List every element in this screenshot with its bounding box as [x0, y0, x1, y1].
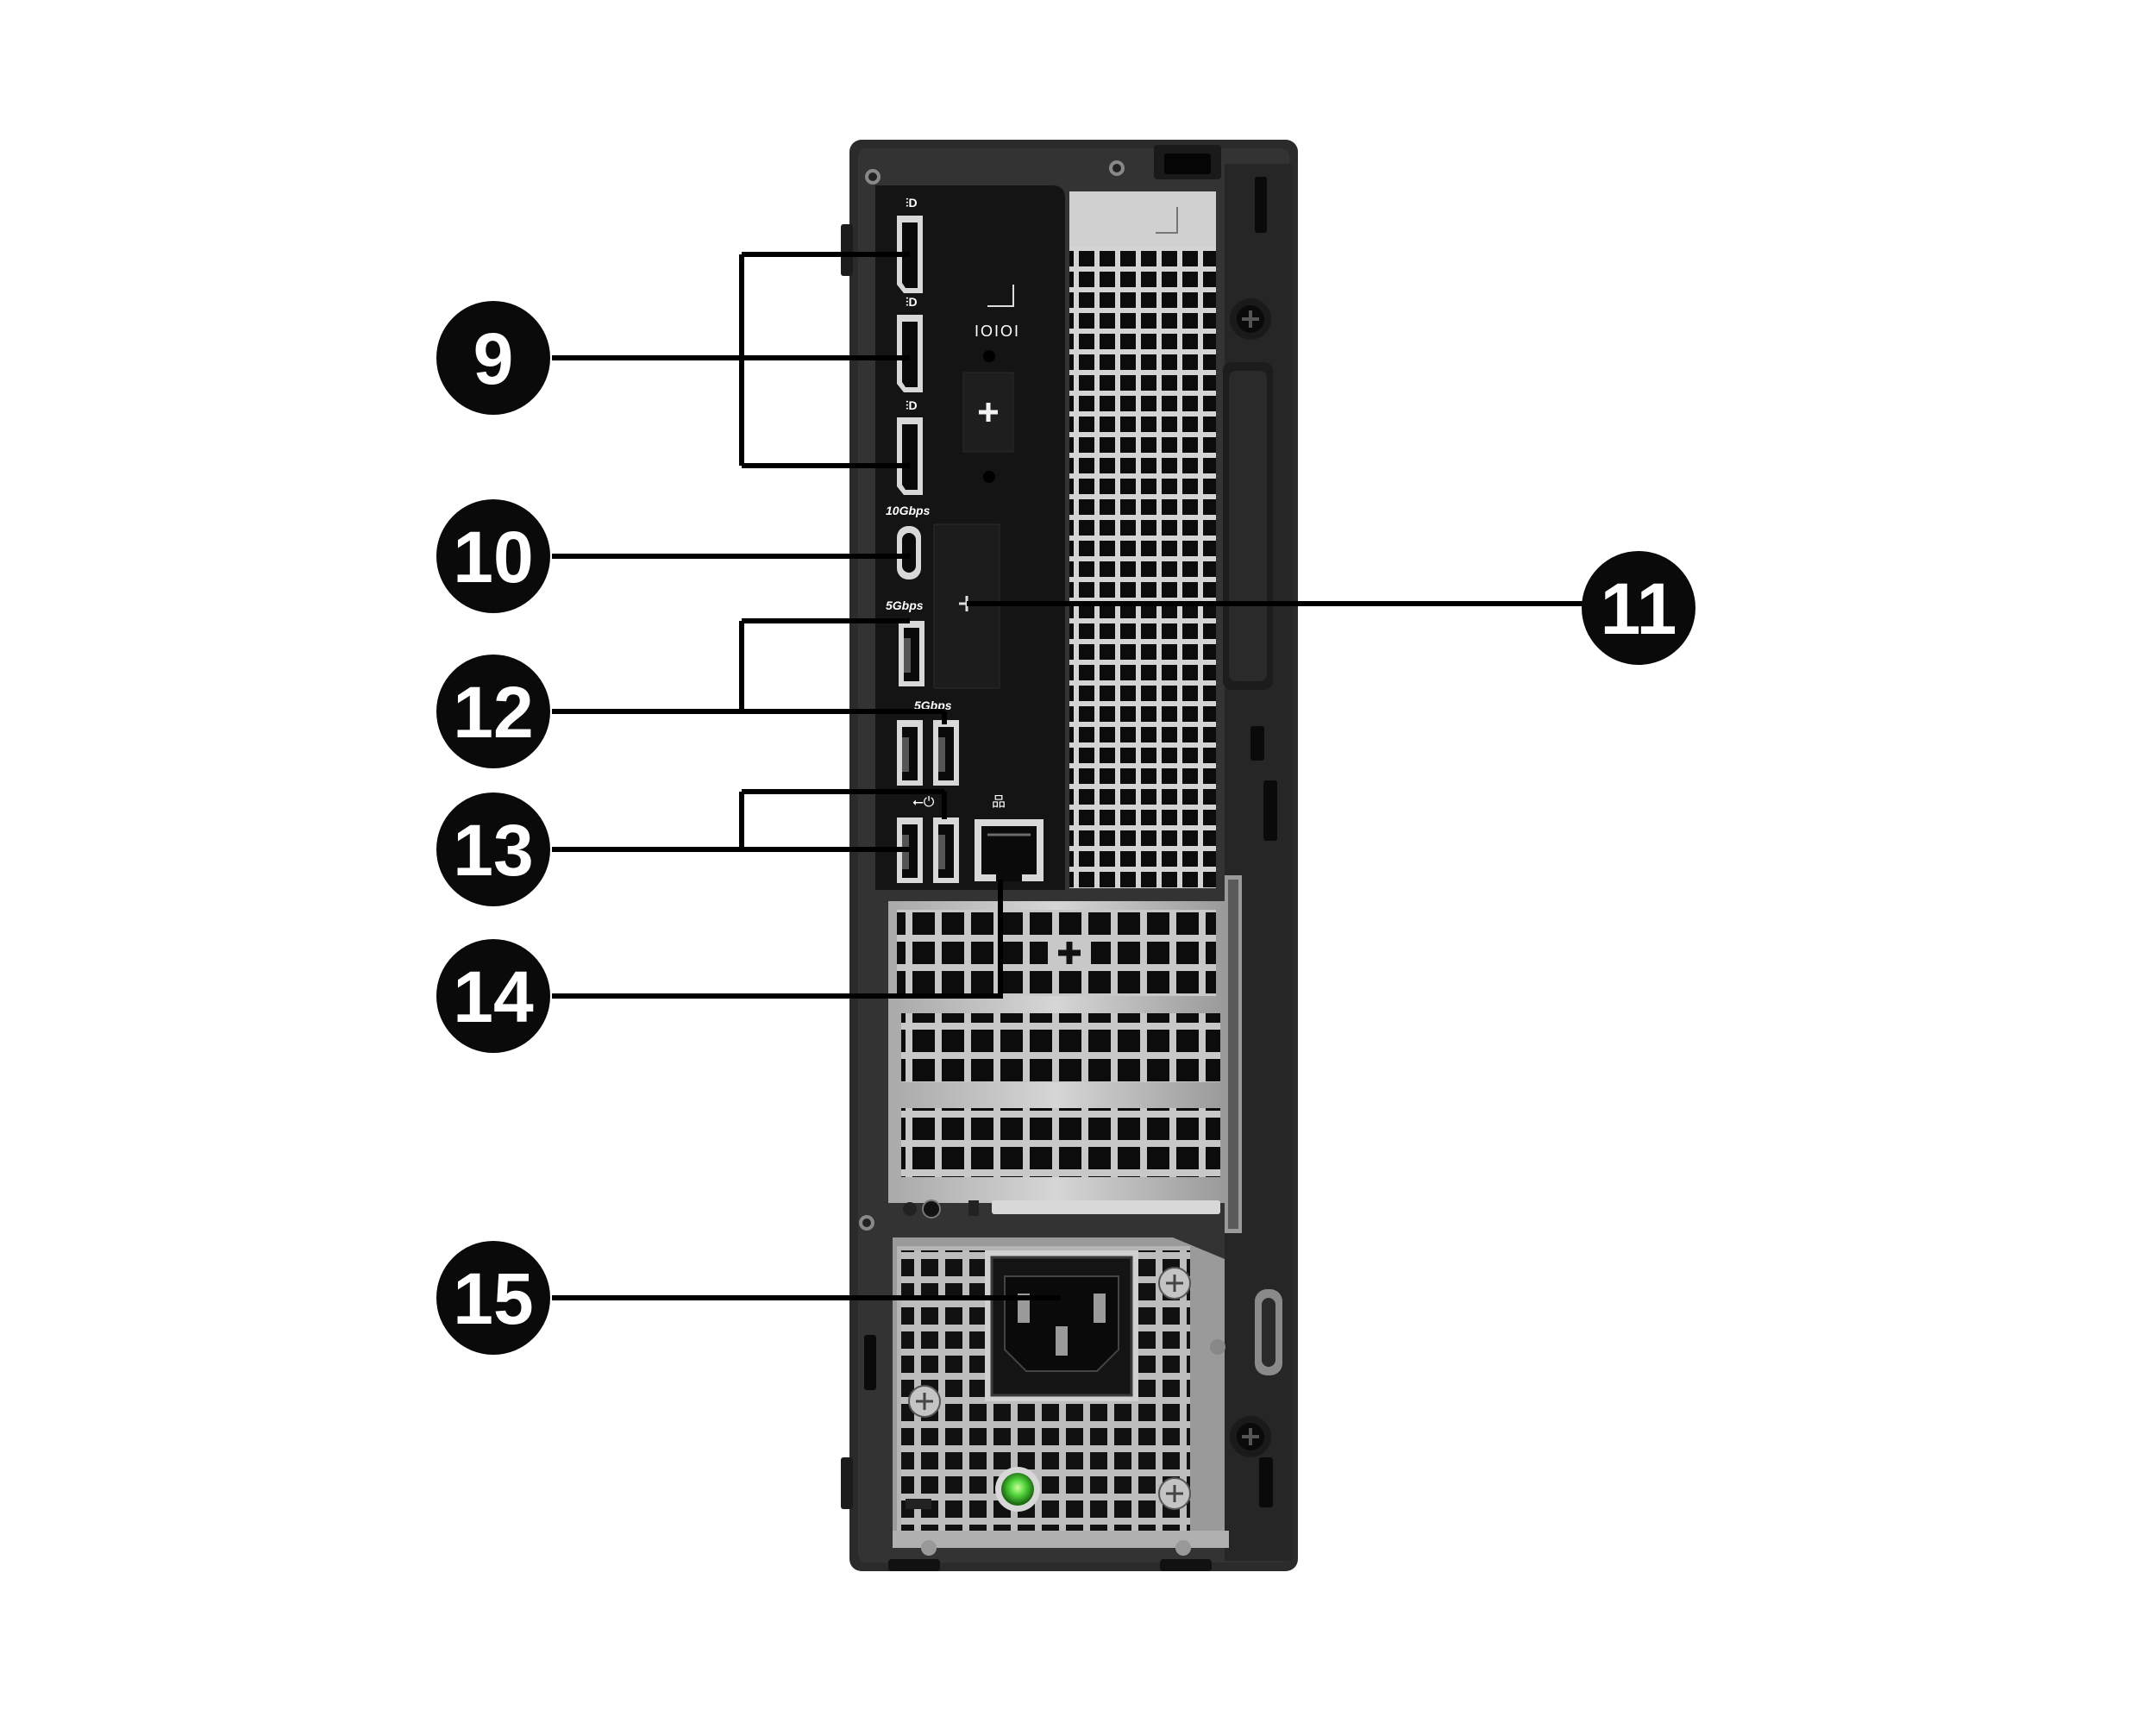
power-pin [1056, 1326, 1068, 1356]
option-knockout-plus [1058, 942, 1081, 964]
svg-text:12: 12 [453, 672, 533, 753]
knockout-screw [983, 350, 995, 362]
psu-screw [1158, 1477, 1191, 1510]
usb-c-port[interactable]: 10Gbps [886, 504, 931, 579]
usb-a-port[interactable] [933, 720, 959, 786]
svg-text:15: 15 [453, 1258, 533, 1339]
callout-13: 13 [436, 792, 550, 906]
displayport-icon: ⫶D [906, 196, 918, 210]
psu-screw [908, 1385, 941, 1418]
callout-15: 15 [436, 1241, 550, 1355]
svg-text:9: 9 [473, 318, 514, 399]
leader-lines [552, 252, 1591, 1300]
callout-14: 14 [436, 939, 550, 1053]
callout-10: 10 [436, 499, 550, 613]
ethernet-icon: 品 [992, 795, 1006, 810]
svg-text:13: 13 [453, 810, 533, 891]
option-knockout-plus [979, 403, 998, 422]
usb-a-speed-label: 5Gbps [886, 598, 924, 612]
thumbscrew[interactable] [1230, 1416, 1271, 1457]
ground-icon [1158, 1267, 1191, 1300]
callouts: 9 10 11 12 13 14 15 [436, 301, 1695, 1355]
power-pin [1018, 1294, 1030, 1323]
power-pin [1094, 1294, 1106, 1323]
usb-a-port[interactable] [899, 621, 924, 686]
expansion-slot-cover [901, 1013, 1220, 1082]
displayport-port[interactable]: ⫶D [897, 398, 923, 495]
expansion-slot-cover [901, 1108, 1220, 1177]
ventilation-grille [1069, 246, 1216, 888]
leader-line-14 [552, 880, 1003, 999]
svg-text:10: 10 [453, 517, 533, 598]
power-supply [893, 1237, 1229, 1556]
svg-text:14: 14 [453, 956, 534, 1037]
displayport-icon: ⫶D [906, 295, 918, 309]
svg-text:11: 11 [1601, 568, 1677, 649]
displayport-port[interactable]: ⫶D [897, 295, 923, 392]
displayport-icon: ⫶D [906, 398, 918, 412]
usb-c-speed-label: 10Gbps [886, 504, 931, 517]
callout-9: 9 [436, 301, 550, 415]
thumbscrew[interactable] [1230, 298, 1271, 340]
displayport-group: ⫶D ⫶D ⫶D [897, 196, 923, 495]
ethernet-port[interactable]: 品 [975, 795, 1044, 881]
callout-11: 11 [1582, 551, 1695, 665]
expansion-slots [888, 875, 1242, 1233]
usb-a-port[interactable] [933, 818, 959, 883]
usb-a-port[interactable] [897, 720, 923, 786]
usb-power-icon: ⭠⏻ [912, 795, 935, 810]
usb-a-5gbps-group: 5Gbps 5Gbps [886, 598, 959, 786]
callout-12: 12 [436, 655, 550, 768]
serial-label: IOIOI [975, 323, 1020, 340]
